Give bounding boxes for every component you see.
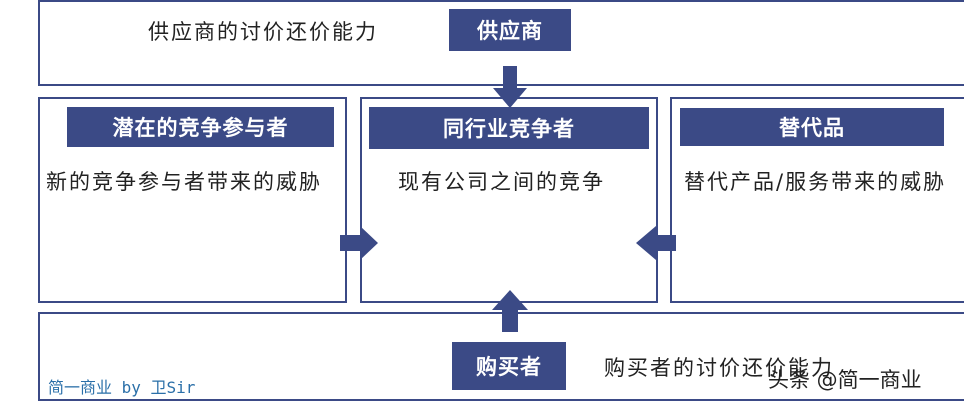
new-entrants-description: 新的竞争参与者带来的威胁 <box>46 170 322 194</box>
industry-label: 同行业竞争者 <box>369 107 649 149</box>
watermark-text: 简一商业 by 卫Sir <box>48 378 196 397</box>
supplier-description: 供应商的讨价还价能力 <box>148 20 378 44</box>
arrow-up-icon <box>492 290 528 332</box>
arrow-left-icon <box>636 226 676 260</box>
arrow-right-icon <box>340 226 378 260</box>
buyers-label: 购买者 <box>452 342 566 390</box>
substitutes-label: 替代品 <box>680 108 944 146</box>
industry-description: 现有公司之间的竞争 <box>398 170 605 194</box>
source-credit: 头条 @简一商业 <box>768 368 922 392</box>
substitutes-description: 替代产品/服务带来的威胁 <box>684 170 947 194</box>
new-entrants-label: 潜在的竞争参与者 <box>67 107 334 147</box>
arrow-down-icon <box>493 66 527 108</box>
supplier-label: 供应商 <box>449 9 571 51</box>
buyers-description: 购买者的讨价还价能力 <box>604 356 834 380</box>
